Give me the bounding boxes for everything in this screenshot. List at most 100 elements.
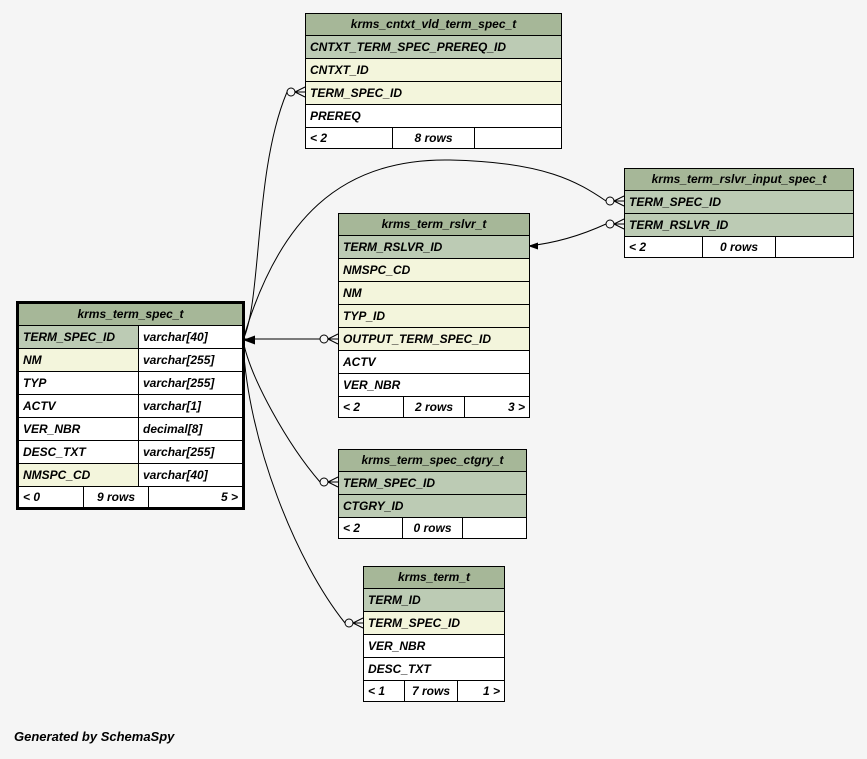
column-row: NMSPC_CD varchar[40] xyxy=(19,464,242,487)
column-name: VER_NBR xyxy=(368,639,426,653)
stat-parent-count: < 0 xyxy=(23,490,41,504)
column-type: varchar[1] xyxy=(138,395,242,417)
table-stats: < 2 0 rows xyxy=(339,518,526,538)
table-stats: < 2 8 rows xyxy=(306,128,561,148)
column-name: TERM_SPEC_ID xyxy=(23,330,116,344)
column-row: TERM_SPEC_ID varchar[40] xyxy=(19,326,242,349)
column-row: TYP_ID xyxy=(339,305,529,328)
column-type: varchar[255] xyxy=(138,372,242,394)
stat-row-count: 0 rows xyxy=(402,518,462,538)
table-title[interactable]: krms_term_t xyxy=(364,567,504,589)
stat-parent-count: < 2 xyxy=(629,240,647,254)
crowfoot-rslvr-output xyxy=(319,333,339,345)
column-name: CNTXT_ID xyxy=(310,63,369,77)
stat-parent-count: < 2 xyxy=(343,521,361,535)
column-name: CNTXT_TERM_SPEC_PREREQ_ID xyxy=(310,40,507,54)
column-row: TERM_SPEC_ID xyxy=(625,191,853,214)
table-title[interactable]: krms_term_spec_ctgry_t xyxy=(339,450,526,472)
column-row: CNTXT_ID xyxy=(306,59,561,82)
stat-row-count: 0 rows xyxy=(701,237,776,257)
table-krms-term-spec-ctgry-t[interactable]: krms_term_spec_ctgry_t TERM_SPEC_ID CTGR… xyxy=(338,449,527,539)
column-name: TERM_RSLVR_ID xyxy=(629,218,729,232)
table-krms-term-rslvr-t[interactable]: krms_term_rslvr_t TERM_RSLVR_ID NMSPC_CD… xyxy=(338,213,530,418)
column-name: NM xyxy=(343,286,362,300)
edge-ctgry-to-term-spec xyxy=(242,339,321,483)
column-name: DESC_TXT xyxy=(23,445,86,459)
edge-cntxt-vld-to-term-spec xyxy=(242,91,288,341)
stat-child-count xyxy=(474,128,561,148)
column-type: varchar[255] xyxy=(138,349,242,371)
table-title[interactable]: krms_term_spec_t xyxy=(19,304,242,326)
column-row: NMSPC_CD xyxy=(339,259,529,282)
column-name: OUTPUT_TERM_SPEC_ID xyxy=(343,332,492,346)
column-row: VER_NBR xyxy=(364,635,504,658)
arrowhead-term-rslvr xyxy=(528,242,538,250)
column-type: varchar[40] xyxy=(138,326,242,348)
crowfoot-term xyxy=(344,617,364,629)
column-type: varchar[40] xyxy=(138,464,242,486)
arrowhead-term-spec xyxy=(243,335,255,345)
crowfoot-ctgry xyxy=(319,476,339,488)
stat-child-count xyxy=(462,518,526,538)
stat-row-count: 8 rows xyxy=(391,128,475,148)
edge-input-spec-to-term-spec xyxy=(242,159,607,341)
table-title[interactable]: krms_term_rslvr_t xyxy=(339,214,529,236)
column-name: NMSPC_CD xyxy=(23,468,91,482)
stat-child-count xyxy=(775,237,853,257)
column-row: DESC_TXT xyxy=(364,658,504,681)
column-type: decimal[8] xyxy=(138,418,242,440)
crowfoot-input-spec-term-rslvr-id xyxy=(605,218,625,230)
column-row: NM varchar[255] xyxy=(19,349,242,372)
edge-input-spec-to-rslvr xyxy=(527,223,607,247)
crowfoot-input-spec-term-spec-id xyxy=(605,195,625,207)
table-krms-term-spec-t[interactable]: krms_term_spec_t TERM_SPEC_ID varchar[40… xyxy=(16,301,245,510)
column-row: TYP varchar[255] xyxy=(19,372,242,395)
column-row: NM xyxy=(339,282,529,305)
crowfoot-cntxt-vld xyxy=(286,86,306,98)
column-name: TERM_SPEC_ID xyxy=(343,476,436,490)
stat-parent-count: < 2 xyxy=(343,400,361,414)
stat-row-count: 9 rows xyxy=(83,487,148,507)
stat-row-count: 2 rows xyxy=(403,397,464,417)
column-row: DESC_TXT varchar[255] xyxy=(19,441,242,464)
table-krms-term-t[interactable]: krms_term_t TERM_ID TERM_SPEC_ID VER_NBR… xyxy=(363,566,505,702)
column-name: TERM_RSLVR_ID xyxy=(343,240,443,254)
column-row: TERM_SPEC_ID xyxy=(364,612,504,635)
stat-child-count: 3 > xyxy=(464,397,529,417)
stat-parent-count: < 1 xyxy=(368,684,386,698)
column-row: TERM_ID xyxy=(364,589,504,612)
stat-child-count: 5 > xyxy=(148,487,242,507)
table-stats: < 2 0 rows xyxy=(625,237,853,257)
table-krms-cntxt-vld-term-spec-t[interactable]: krms_cntxt_vld_term_spec_t CNTXT_TERM_SP… xyxy=(305,13,562,149)
table-stats: < 0 9 rows 5 > xyxy=(19,487,242,507)
column-name: NMSPC_CD xyxy=(343,263,411,277)
column-name: TERM_SPEC_ID xyxy=(310,86,403,100)
column-name: CTGRY_ID xyxy=(343,499,404,513)
column-row: OUTPUT_TERM_SPEC_ID xyxy=(339,328,529,351)
column-row: TERM_RSLVR_ID xyxy=(625,214,853,237)
column-name: ACTV xyxy=(343,355,376,369)
stat-parent-count: < 2 xyxy=(310,131,328,145)
table-krms-term-rslvr-input-spec-t[interactable]: krms_term_rslvr_input_spec_t TERM_SPEC_I… xyxy=(624,168,854,258)
column-row: PREREQ xyxy=(306,105,561,128)
table-stats: < 1 7 rows 1 > xyxy=(364,681,504,701)
table-title[interactable]: krms_cntxt_vld_term_spec_t xyxy=(306,14,561,36)
table-stats: < 2 2 rows 3 > xyxy=(339,397,529,417)
column-row: TERM_SPEC_ID xyxy=(339,472,526,495)
column-name: TERM_SPEC_ID xyxy=(629,195,722,209)
column-name: VER_NBR xyxy=(23,422,81,436)
stat-row-count: 7 rows xyxy=(404,681,457,701)
column-row: ACTV xyxy=(339,351,529,374)
edge-term-to-term-spec xyxy=(242,339,346,624)
column-row: VER_NBR xyxy=(339,374,529,397)
column-row: TERM_SPEC_ID xyxy=(306,82,561,105)
column-row: TERM_RSLVR_ID xyxy=(339,236,529,259)
column-name: DESC_TXT xyxy=(368,662,431,676)
table-title[interactable]: krms_term_rslvr_input_spec_t xyxy=(625,169,853,191)
column-name: PREREQ xyxy=(310,109,361,123)
column-name: TERM_ID xyxy=(368,593,421,607)
column-row: CNTXT_TERM_SPEC_PREREQ_ID xyxy=(306,36,561,59)
column-name: VER_NBR xyxy=(343,378,401,392)
